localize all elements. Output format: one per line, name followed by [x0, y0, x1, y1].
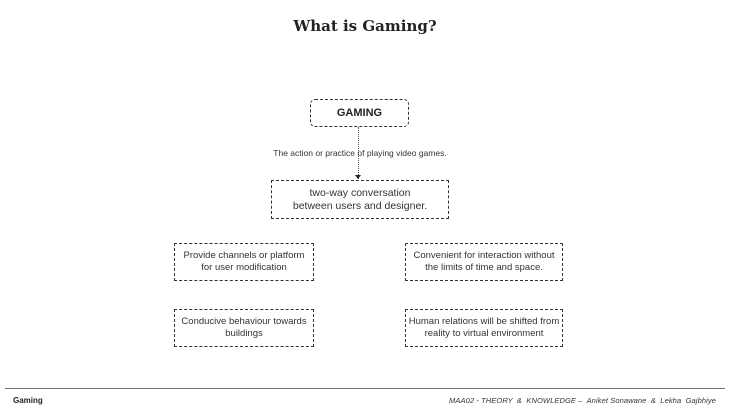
root-node-label: GAMING — [336, 107, 383, 119]
footer-section-name: Gaming — [13, 396, 43, 405]
footer-divider — [5, 388, 725, 389]
dotted-connector — [358, 127, 359, 179]
root-node-gaming: GAMING — [310, 99, 409, 127]
slide-title: What is Gaming? — [293, 17, 437, 35]
characteristic-node: Human relations will be shifted from rea… — [405, 309, 563, 347]
characteristic-label: Conducive behaviour towards buildings — [181, 316, 307, 339]
characteristic-node: Convenient for interaction without the l… — [405, 243, 563, 281]
characteristic-node: Provide channels or platform for user mo… — [174, 243, 314, 281]
definition-node-label: two-way conversation between users and d… — [292, 186, 428, 212]
characteristic-label: Human relations will be shifted from rea… — [408, 316, 560, 339]
characteristic-label: Provide channels or platform for user mo… — [183, 250, 305, 273]
characteristic-label: Convenient for interaction without the l… — [413, 250, 555, 273]
arrow-down-icon — [355, 175, 361, 179]
edge-label-definition: The action or practice of playing video … — [273, 148, 447, 158]
definition-node: two-way conversation between users and d… — [271, 180, 449, 219]
characteristic-node: Conducive behaviour towards buildings — [174, 309, 314, 347]
footer-credits: MAA02 - THEORY & KNOWLEDGE – Aniket Sona… — [449, 396, 716, 405]
